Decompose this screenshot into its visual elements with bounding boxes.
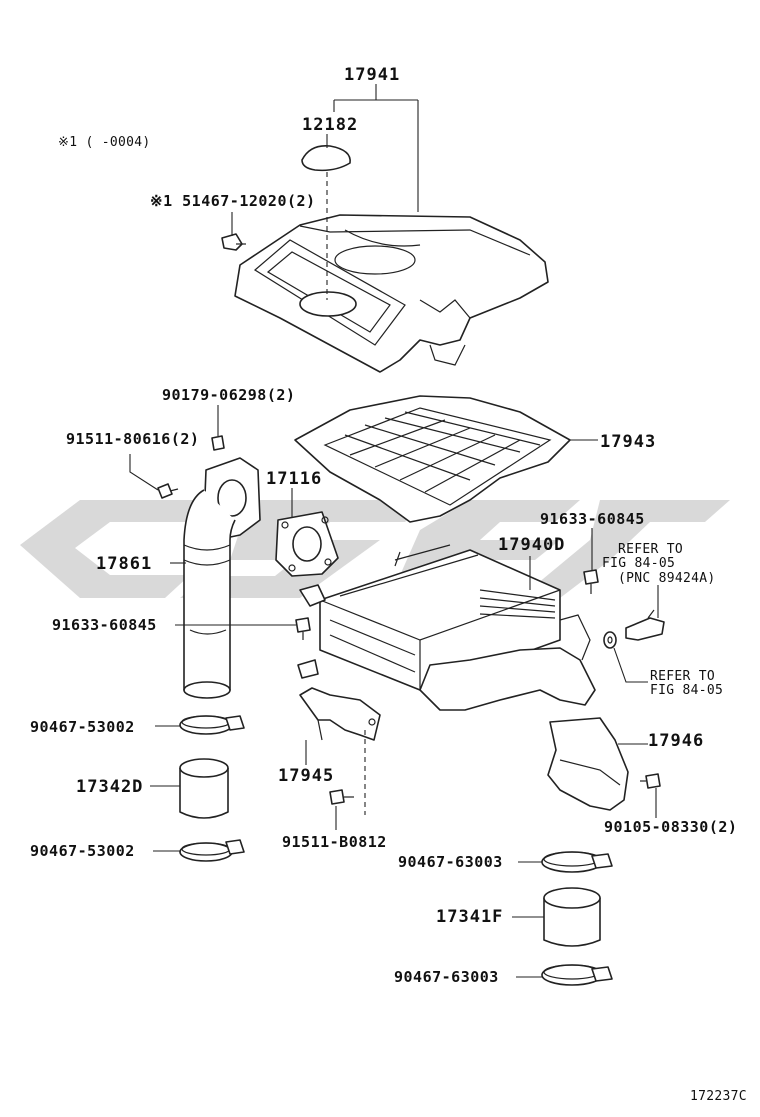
label-17946: 17946 [648,731,704,751]
clamp-90467-63003-b[interactable] [541,964,613,986]
label-90179: 90179-06298(2) [162,386,295,404]
label-17116: 17116 [266,469,322,489]
hose-17342D[interactable] [179,758,229,819]
label-17342D: 17342D [76,777,143,797]
label-17341F: 17341F [436,907,503,927]
label-17943: 17943 [600,432,656,452]
label-91633-a: 91633-60845 [52,616,157,634]
intercooler-17940D[interactable] [297,544,596,711]
bolt-91633-a[interactable] [295,617,311,640]
figure-id: 172237C [690,1089,747,1104]
label-refer-2: REFER TO FIG 84-05 [650,669,723,698]
label-90467-53002-b: 90467-53002 [30,842,135,860]
label-17945: 17945 [278,766,334,786]
nut-90179[interactable] [211,435,225,451]
label-91511-b: 91511-B0812 [282,833,387,851]
clamp-90467-53002-b[interactable] [179,839,245,862]
washer-ref[interactable] [603,631,617,649]
intercooler-fins [479,589,556,619]
label-17941: 17941 [344,65,400,85]
hose-17341F[interactable] [543,887,601,947]
grille-plate-17943[interactable] [294,395,571,523]
bolt-90105[interactable] [640,773,661,789]
label-12182: 12182 [302,115,358,135]
clamp-90467-63003-a[interactable] [541,851,613,873]
label-17861: 17861 [96,554,152,574]
heat-shield-17946[interactable] [547,717,629,811]
intake-pipe-17861[interactable] [183,457,261,699]
sensor-89424A[interactable] [625,609,665,641]
plug-12182[interactable] [301,144,351,172]
clamp-90467-53002-a[interactable] [179,715,245,735]
bolt-91633-b[interactable] [583,569,599,594]
bracket-17945[interactable] [299,687,381,741]
part-labels: ※1 ( -0004) 17941 12182 ※1 51467-12020(2… [30,65,747,1104]
label-91633-b: 91633-60845 [540,510,645,528]
bolt-91511-b[interactable] [329,789,354,805]
label-91511-a: 91511-80616(2) [66,430,199,448]
leader-lines [129,84,659,978]
label-90467-53002-a: 90467-53002 [30,718,135,736]
gasket-17116[interactable] [275,511,339,577]
label-90467-63003-b: 90467-63003 [394,968,499,986]
label-90105: 90105-08330(2) [604,818,737,836]
label-90467-63003-a: 90467-63003 [398,853,503,871]
label-17940D: 17940D [498,535,565,555]
clip-51467[interactable] [221,233,246,251]
cover-17941[interactable] [234,214,549,373]
bolt-91511-a[interactable] [157,483,179,499]
label-51467: ※1 51467-12020(2) [150,192,316,210]
note-label: ※1 ( -0004) [58,135,150,150]
label-refer-1: REFER TO FIG 84-05 (PNC 89424A) [602,542,716,586]
